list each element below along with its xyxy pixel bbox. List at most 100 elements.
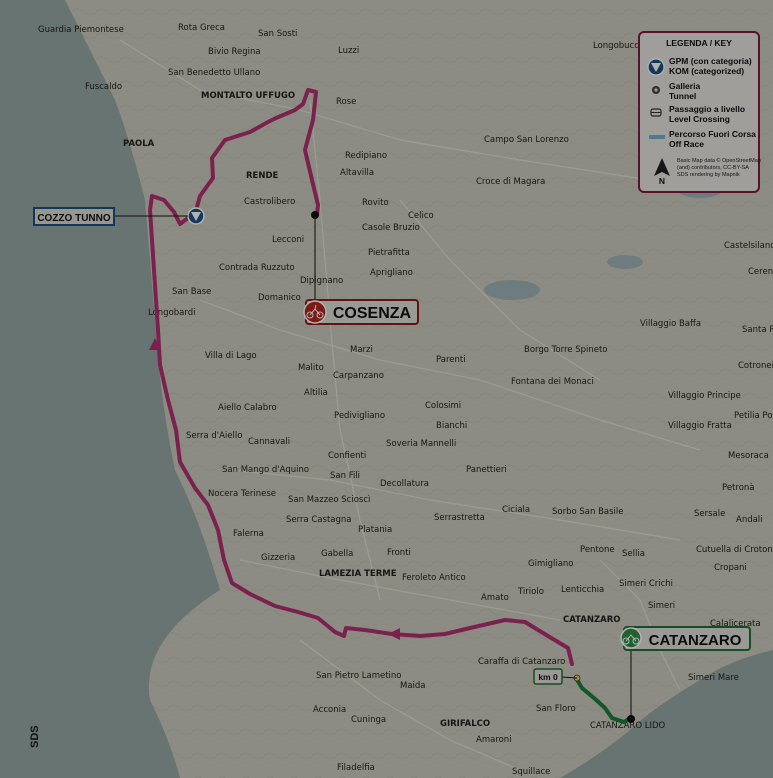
town-label: Filadelfia (337, 763, 375, 773)
town-label: Tiriolo (517, 587, 544, 597)
town-label: Longobardi (148, 308, 195, 318)
town-label: Villaggio Fratta (668, 421, 732, 431)
town-label: PAOLA (123, 139, 155, 149)
town-label: Villaggio Baffa (640, 319, 701, 329)
town-label: Santa Rosa (742, 325, 773, 335)
town-label: Malito (298, 363, 324, 373)
town-label: Fronti (387, 548, 411, 558)
off-race-route (574, 676, 632, 725)
town-label: Amaroni (476, 735, 512, 745)
town-label: Longobucco (593, 41, 644, 51)
town-label: Altilia (304, 388, 328, 398)
start-bike-wheel (622, 637, 630, 645)
town-label: Feroleto Antico (402, 573, 466, 583)
ionian-sea (560, 650, 773, 778)
town-label: Soveria Mannelli (386, 439, 456, 449)
legend-credit-1: Basic Map data © OpenStreetMap (677, 157, 761, 164)
town-label: Marzi (350, 345, 373, 355)
legend-gpm-it: GPM (con categoria) (669, 56, 752, 66)
route-direction-arrow (149, 338, 161, 350)
finish-bike-frame (309, 304, 321, 316)
legend-tunnel-icon-inner (654, 88, 658, 92)
town-label: Casole Bruzio (362, 223, 420, 233)
town-label: Contrada Ruzzuto (219, 263, 295, 273)
town-label: Rose (336, 97, 356, 107)
town-label: Lenticchia (561, 585, 604, 595)
town-label: Castelsilano (724, 241, 773, 251)
town-label: Squillace (512, 767, 550, 777)
town-label: Andali (736, 515, 763, 525)
town-label: Gizzeria (261, 553, 295, 563)
town-label: Altavilla (340, 168, 374, 178)
town-label: Falerna (233, 529, 264, 539)
legend-offrace-en: Off Race (669, 139, 704, 149)
town-label: Calalicerata (710, 619, 761, 629)
finish-bike-wheel (316, 311, 324, 319)
town-labels: Guardia Piemontese Rota Greca San Sosti … (38, 23, 773, 777)
north-arrow-icon (654, 158, 670, 176)
lake-1 (484, 280, 540, 300)
town-label: Castrolibero (244, 197, 295, 207)
town-label: San Floro (536, 704, 576, 714)
start-bike-wheel (632, 637, 640, 645)
town-label: Sorbo San Basile (552, 507, 624, 517)
legend-box (638, 31, 760, 193)
cozzo-tunno-box (33, 207, 115, 226)
town-label: Croce di Magara (476, 177, 545, 187)
town-label: Luzzi (338, 46, 359, 56)
town-label: Cannavali (248, 437, 290, 447)
town-label: Confienti (328, 451, 366, 461)
town-label: San Base (172, 287, 211, 297)
town-label: Serrastretta (434, 513, 485, 523)
town-label: Domanico (258, 293, 301, 303)
town-label: CATANZARO (563, 615, 621, 625)
town-label: Cotronei (738, 361, 773, 371)
town-label: Guardia Piemontese (38, 25, 124, 35)
north-arrow-label: N (659, 176, 665, 186)
town-label: Colosimi (425, 401, 461, 411)
town-label: Simeri Mare (688, 673, 739, 683)
finish-bike-wheel (306, 311, 314, 319)
town-label: Dipignano (300, 276, 343, 286)
legend-kom-triangle (651, 63, 661, 72)
town-label: Petilia Policastro (734, 411, 773, 421)
legend-tunnel-en: Tunnel (669, 91, 696, 101)
town-label: Cropani (714, 563, 747, 573)
town-label: Pietrafitta (368, 248, 410, 258)
finish-bike-icon (303, 300, 327, 324)
town-label: Decollatura (380, 479, 429, 489)
town-label: Platania (358, 525, 392, 535)
km0-label: km 0 (538, 672, 558, 682)
town-label: Bianchi (436, 421, 467, 431)
town-label: Aiello Calabro (218, 403, 277, 413)
town-label: Villaggio Principe (668, 391, 741, 401)
town-label: Simeri Crichi (619, 579, 673, 589)
town-label: Campo San Lorenzo (484, 135, 569, 145)
legend-title: LEGENDA / KEY (666, 38, 732, 48)
town-label: Pentone (580, 545, 615, 555)
cosenza-label: COSENZA (333, 305, 412, 322)
legend-gpm-en: KOM (categorized) (669, 66, 744, 76)
town-label: Cutuella di Crotone (696, 545, 773, 555)
town-label: Pedivigliano (334, 411, 385, 421)
relief-texture (65, 0, 773, 778)
town-label: Parenti (436, 355, 466, 365)
town-label: Gimigliano (528, 559, 574, 569)
town-label: Aprigliano (370, 268, 413, 278)
town-label: MONTALTO UFFUGO (201, 91, 295, 101)
town-label: Maida (400, 681, 426, 691)
legend-tunnel-it: Galleria (669, 81, 700, 91)
legend-credit-3: SDS rendering by Mapnik (677, 172, 740, 178)
town-label: Fontana dei Monaci (511, 377, 594, 387)
lake-2 (607, 255, 643, 269)
race-route (148, 88, 574, 666)
town-label: Amato (481, 593, 509, 603)
town-label: Nocera Terinese (208, 489, 276, 499)
town-label: Gabella (321, 549, 353, 559)
town-label: Serra d'Aiello (186, 431, 242, 441)
town-label: San Fili (330, 471, 360, 481)
legend-credit-2: (and) contributors, CC-BY-SA (677, 165, 749, 171)
town-label: Borgo Torre Spineto (524, 345, 608, 355)
town-label: Lecconi (272, 235, 304, 245)
